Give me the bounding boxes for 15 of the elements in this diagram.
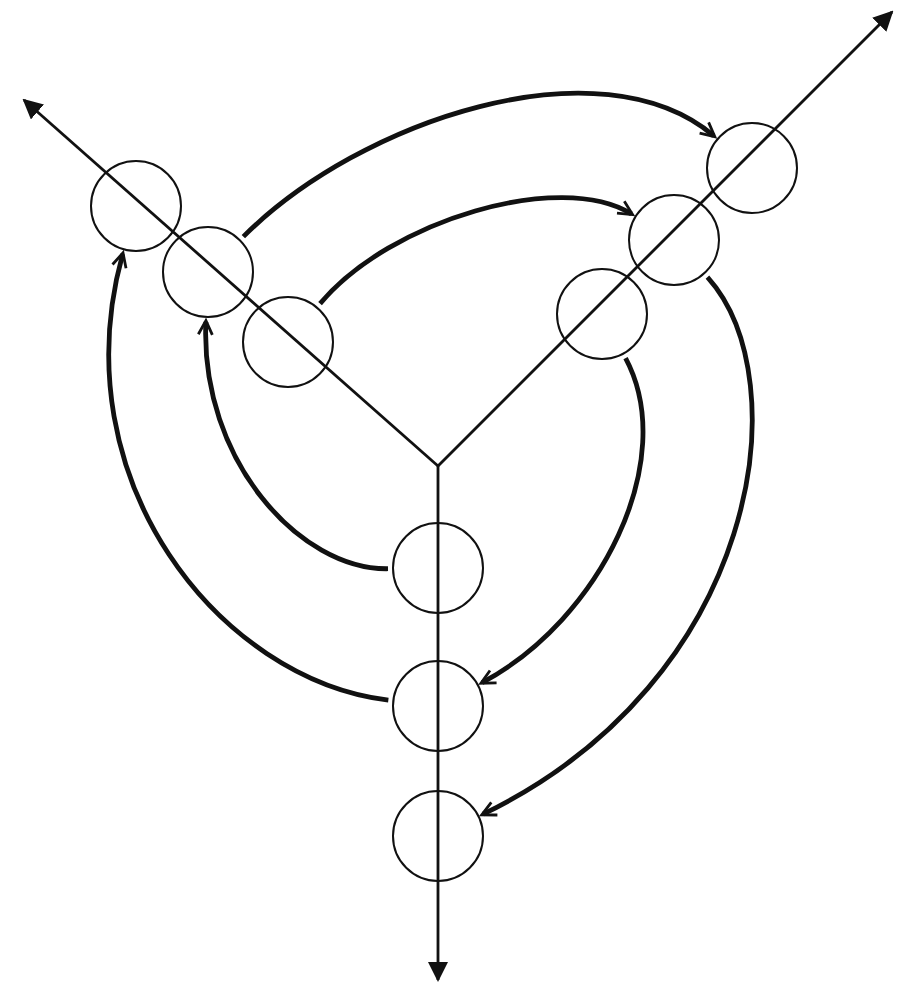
circle-node <box>628 194 720 286</box>
circle-node <box>556 268 648 360</box>
curved-arrow <box>318 195 635 306</box>
circle-node <box>162 226 254 318</box>
circle-node <box>706 122 798 214</box>
circle-node <box>90 160 182 252</box>
curved-arrow <box>479 357 646 685</box>
curved-arrow <box>106 251 389 703</box>
curved-arrow <box>480 275 755 817</box>
circle-node <box>392 522 484 614</box>
circle-node <box>392 790 484 882</box>
circle-node <box>242 296 334 388</box>
curved-arrow <box>197 319 389 572</box>
curved-arrow <box>241 91 717 239</box>
circle-node <box>392 660 484 752</box>
